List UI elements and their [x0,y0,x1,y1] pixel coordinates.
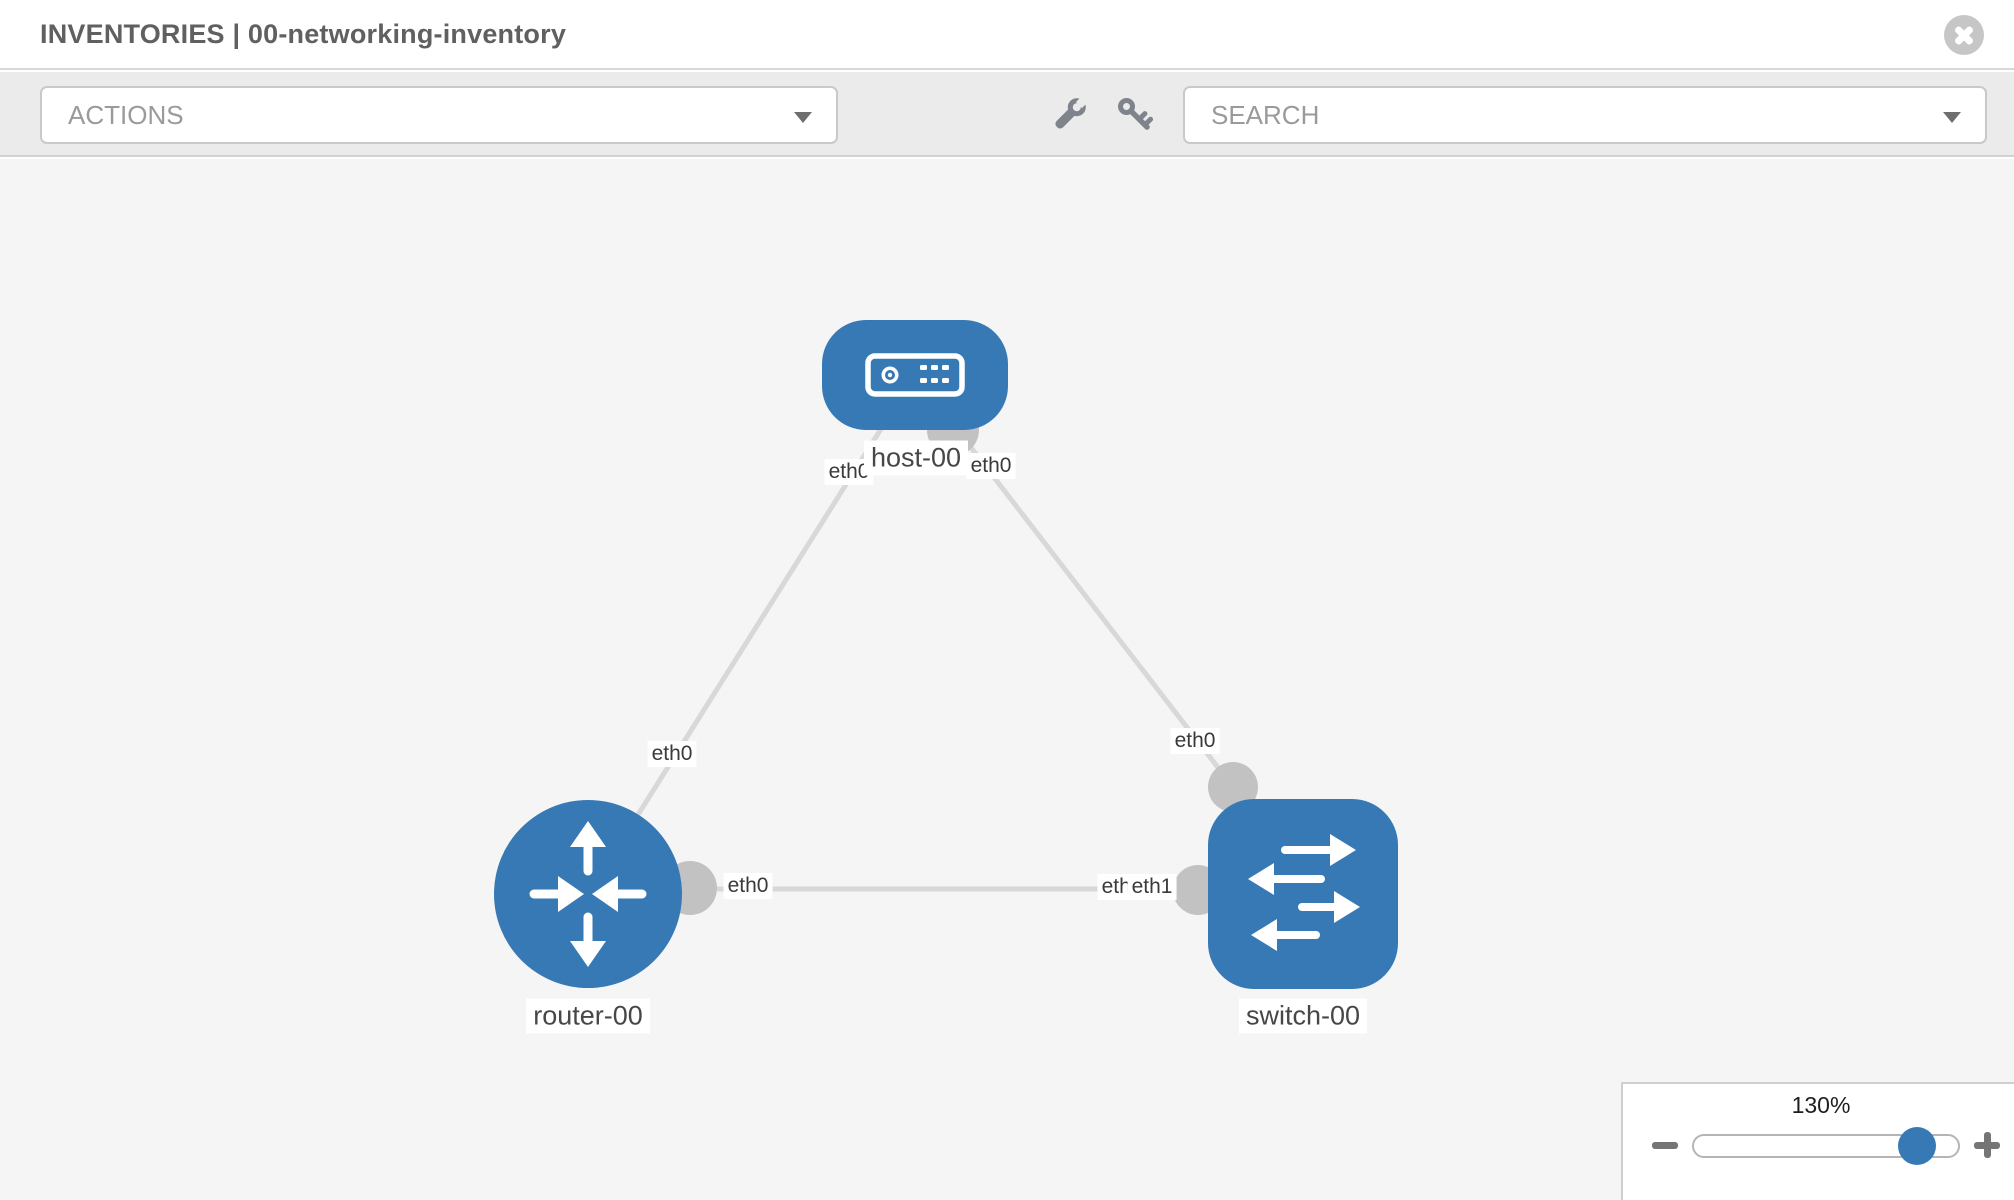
zoom-in-icon[interactable] [1972,1130,2002,1160]
actions-dropdown[interactable]: ACTIONS [40,86,838,144]
interface-label: eth0 [1170,728,1220,754]
interface-label: eth0 [647,741,697,767]
node-label-router: router-00 [526,998,650,1034]
caret-down-icon [1943,112,1961,123]
wrench-icon[interactable] [1048,94,1090,136]
node-switch-00[interactable] [1208,799,1398,989]
node-router-00[interactable] [494,800,682,988]
interface-label: eth1 [1127,874,1177,900]
zoom-out-icon[interactable] [1650,1130,1680,1160]
page-title: INVENTORIES | 00-networking-inventory [40,18,567,49]
toolbar: ACTIONS [0,72,2014,157]
switch-icon [1248,834,1360,951]
node-host-00[interactable] [822,320,1008,430]
node-label-switch: switch-00 [1238,998,1368,1034]
header: INVENTORIES | 00-networking-inventory [0,0,2014,70]
caret-down-icon [794,112,812,123]
interface-markers [663,404,1258,915]
search-placeholder: SEARCH [1211,99,1320,130]
zoom-control-panel: 130% [1621,1082,2014,1200]
interface-label: eth0 [723,873,773,899]
key-icon[interactable] [1114,94,1156,136]
node-label-host: host-00 [863,440,969,476]
host-icon [865,353,965,397]
close-icon[interactable] [1944,15,1984,55]
zoom-slider-handle[interactable] [1898,1127,1936,1165]
zoom-slider-track[interactable] [1692,1127,1960,1165]
topology-canvas[interactable]: eth0 eth0 eth0 eth0 eth0 eth0 eth1 host-… [0,159,2014,1200]
interface-marker[interactable] [1208,762,1258,812]
search-dropdown[interactable]: SEARCH [1183,86,1987,144]
interface-label: eth0 [966,453,1016,479]
router-icon [529,821,647,967]
actions-dropdown-label: ACTIONS [68,99,184,130]
zoom-level-value: 130% [1791,1092,1851,1118]
